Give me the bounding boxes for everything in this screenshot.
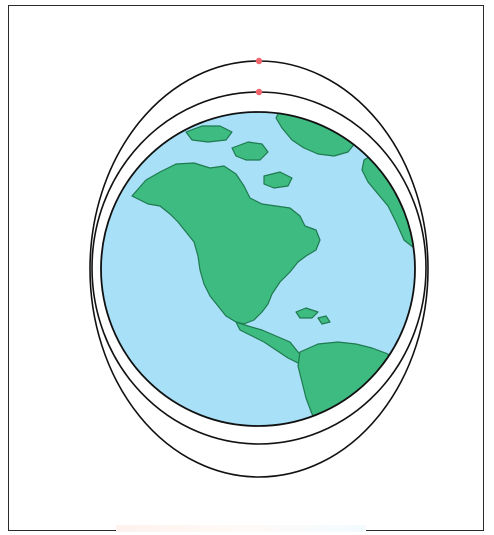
earth-globe-icon <box>101 108 420 426</box>
south-america-landmass <box>298 342 390 424</box>
bottom-gradient-strip <box>116 525 366 532</box>
satellite-marker-inner <box>256 89 262 95</box>
satellite-marker-outer <box>256 58 262 64</box>
